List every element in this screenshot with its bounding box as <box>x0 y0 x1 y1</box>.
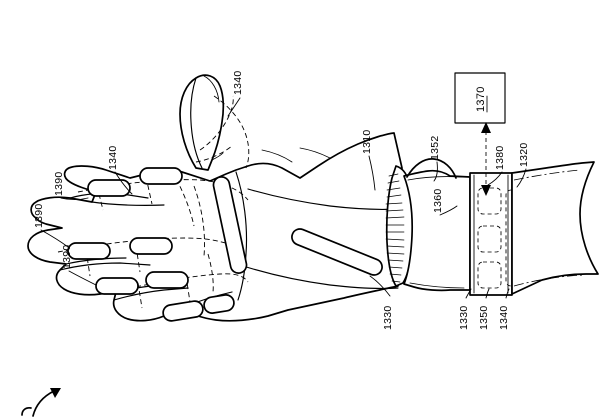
pad-ring-outer <box>95 277 139 295</box>
leader-strap-1340 <box>505 288 510 299</box>
hidden-hand-contour-upper <box>77 179 249 201</box>
sleeve-group <box>511 161 599 295</box>
sleeve-bottom-seam <box>513 274 585 287</box>
cuff-ribs <box>385 173 405 283</box>
sleeve-top-seam <box>513 169 581 181</box>
pad-middle-inner <box>129 237 173 255</box>
ref-strap-1380: 1380 <box>494 145 506 170</box>
hand-back-seam-lower <box>239 264 399 289</box>
forearm-panel-top-crease <box>407 176 463 181</box>
forearm-panel-bottom-crease <box>409 282 465 289</box>
hidden-thumb-line <box>213 95 250 169</box>
middle-finger-seam <box>59 262 151 271</box>
thumb-base-fold <box>211 152 224 161</box>
ref-wrist-1330: 1330 <box>458 305 470 330</box>
ref-cuff-1352: 1352 <box>429 135 441 160</box>
leader-1352 <box>433 161 438 182</box>
leader-lines-group <box>40 97 527 299</box>
leader-strap-1350 <box>485 288 490 299</box>
hand-fold-line-b <box>299 147 331 159</box>
callout-arrow-head-up <box>481 122 491 133</box>
hidden-finger-divider-a <box>193 185 205 257</box>
pad-pinky-inner <box>203 294 235 314</box>
thumb-tip-crease <box>203 75 220 103</box>
knuckle-contour <box>235 171 248 301</box>
strap-band <box>469 172 513 296</box>
leader-wrist-1330 <box>465 288 472 299</box>
ref-1390-top: 1390 <box>53 171 65 196</box>
thumb-inner-seam <box>190 77 203 169</box>
hand-back-seam-upper <box>247 188 399 210</box>
hidden-finger-divider-b <box>207 253 214 293</box>
ref-sleeve-1320: 1320 <box>518 142 530 167</box>
armor-pads-group <box>67 167 383 322</box>
pad-hand-bar-long <box>212 176 248 274</box>
hidden-hand-contour-low <box>111 273 249 293</box>
hand-fold-line-a <box>261 149 293 163</box>
ref-forearm-1360: 1360 <box>432 188 444 213</box>
leader-1380 <box>487 171 503 186</box>
callout-arrow-head-down <box>481 185 491 196</box>
ref-strap-1340: 1340 <box>498 305 510 330</box>
forearm-panel-group <box>403 158 471 292</box>
sleeve-outline <box>511 161 599 295</box>
cuff-gusset-peak <box>406 158 457 179</box>
pad-hand-bar-diagonal <box>291 228 383 276</box>
pad-ring-inner <box>145 271 189 289</box>
strap-group <box>469 172 529 296</box>
leader-palm-1330 <box>369 275 391 297</box>
leader-finger-1340 <box>114 171 133 195</box>
ref-1390-mid: 1390 <box>33 203 45 228</box>
hidden-sensor-square-middle <box>477 225 502 253</box>
callout-box-1370[interactable] <box>454 72 506 124</box>
ref-thumb-1340: 1340 <box>232 70 244 95</box>
ref-1390-low: 1390 <box>61 244 73 269</box>
ref-back-1310: 1310 <box>361 129 373 154</box>
ref-palm-1330: 1330 <box>382 305 394 330</box>
leader-1320 <box>516 168 527 188</box>
leader-1390-top <box>60 197 89 200</box>
thumb-outline <box>179 74 225 171</box>
hidden-thumb-base-arc <box>195 145 233 163</box>
ring-finger-seam <box>113 287 189 301</box>
ref-strap-1350: 1350 <box>478 305 490 330</box>
orientation-arrow-group <box>21 388 61 417</box>
callout-box-label: 1370 <box>475 86 487 112</box>
reference-numerals-group: 1340 1340 1390 1390 1390 1310 1352 1380 … <box>33 70 530 330</box>
orientation-arrow-curve <box>32 390 55 417</box>
leader-thumb-1340 <box>227 97 241 117</box>
leader-1310 <box>368 155 376 191</box>
orientation-arrow-head <box>50 388 61 398</box>
hidden-thumb-joint <box>199 95 234 151</box>
callout-box-group[interactable]: 1370 <box>454 72 506 196</box>
forearm-panel-outline <box>403 169 471 292</box>
hidden-hand-contour-mid <box>57 237 245 253</box>
leader-1360 <box>439 205 458 216</box>
leader-1390-mid <box>40 229 69 248</box>
ref-finger-1340: 1340 <box>107 145 119 170</box>
pad-index-inner <box>139 167 183 185</box>
pad-pinky-outer <box>162 300 204 322</box>
thumb-group <box>179 74 225 171</box>
hidden-sensor-square-bottom <box>477 261 502 289</box>
pad-index-outer <box>87 179 131 197</box>
orientation-arrow-tail-arc <box>21 406 32 416</box>
hidden-sensor-square-top <box>477 187 502 215</box>
pad-middle-outer <box>67 242 111 260</box>
leader-1390-low <box>68 270 97 286</box>
index-finger-lower-edge <box>91 201 165 206</box>
